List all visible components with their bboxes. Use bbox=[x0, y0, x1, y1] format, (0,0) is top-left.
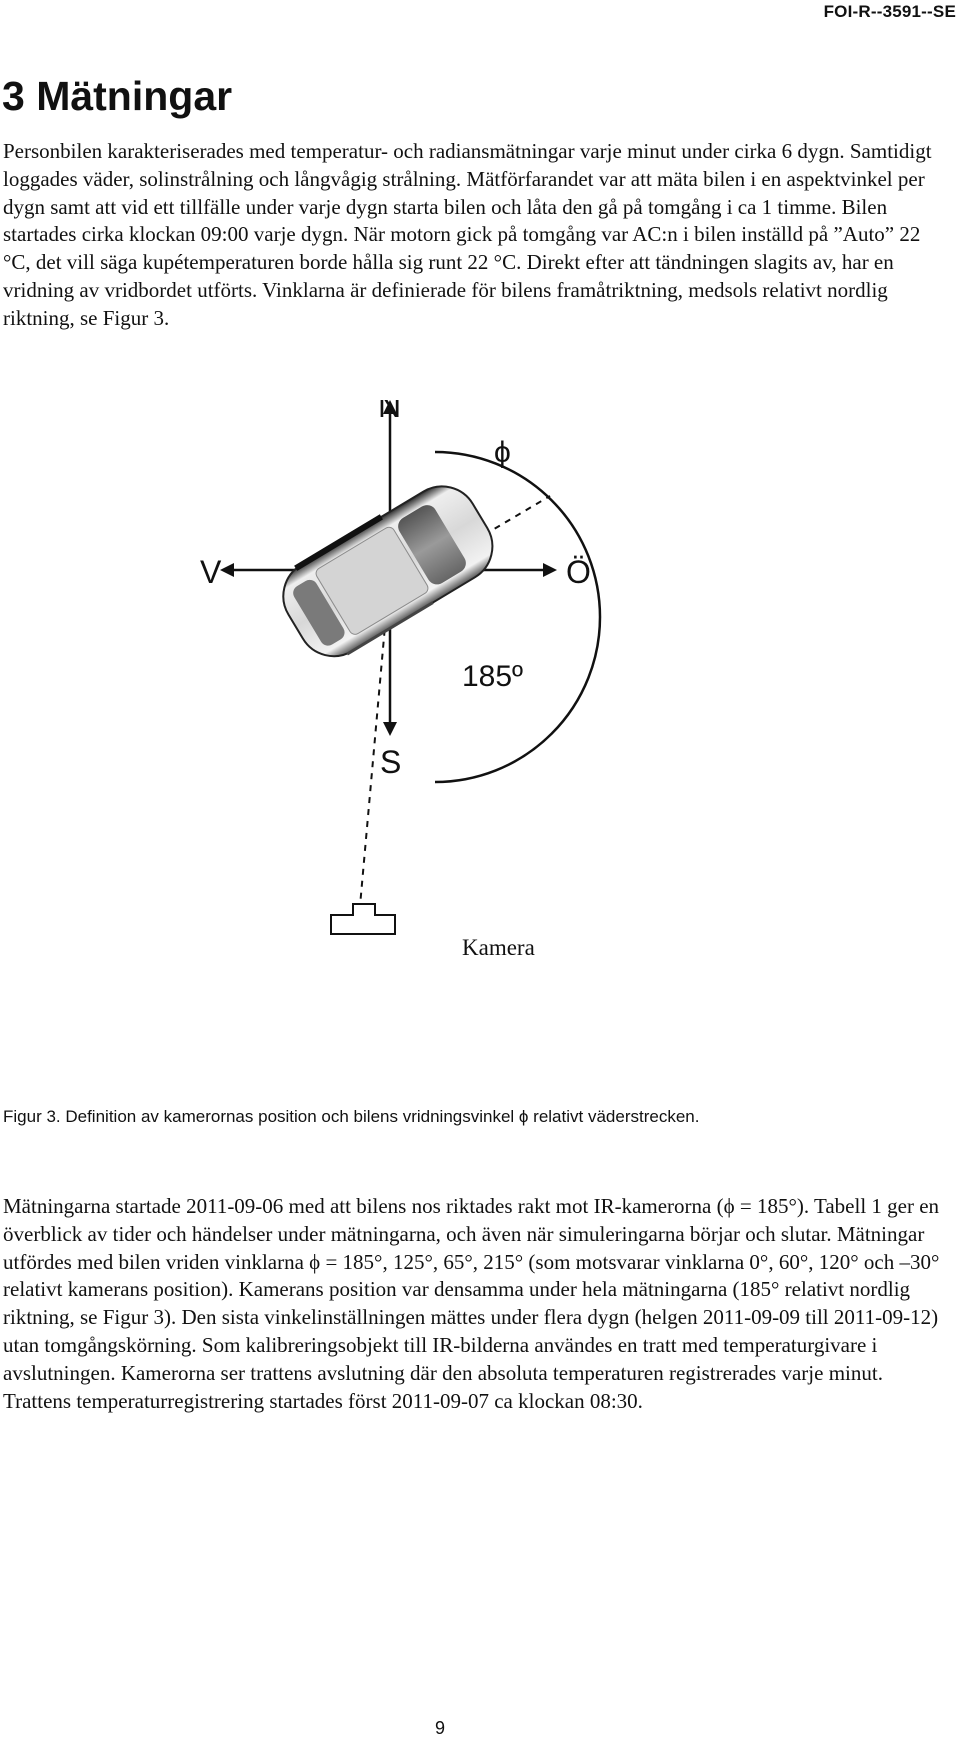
measurements-paragraph: Mätningarna startade 2011-09-06 med att … bbox=[3, 1194, 940, 1413]
camera-label: Kamera bbox=[462, 935, 535, 960]
page-number: 9 bbox=[434, 1718, 445, 1738]
section-heading: 3 Mätningar bbox=[2, 73, 233, 119]
report-id: FOI-R--3591--SE bbox=[823, 2, 956, 21]
west-arrowhead bbox=[220, 563, 234, 577]
figure-caption: Figur 3. Definition av kamerornas positi… bbox=[3, 1107, 700, 1126]
south-arrowhead bbox=[383, 722, 397, 736]
camera-line bbox=[359, 569, 391, 907]
intro-paragraph: Personbilen karakteriserades med tempera… bbox=[3, 139, 932, 330]
east-label: Ö bbox=[566, 554, 591, 590]
south-label: S bbox=[380, 744, 401, 780]
angle-185-label: 185º bbox=[462, 660, 523, 693]
west-label: V bbox=[200, 554, 222, 590]
compass-figure: N V Ö S ϕ 185º Kamera bbox=[200, 400, 680, 1080]
camera-icon bbox=[330, 903, 396, 935]
north-label: N bbox=[378, 400, 401, 424]
east-arrowhead bbox=[543, 563, 557, 577]
north-arrowhead bbox=[383, 400, 397, 414]
angle-arc bbox=[434, 450, 602, 784]
phi-label: ϕ bbox=[494, 436, 511, 469]
car-image bbox=[282, 485, 494, 658]
